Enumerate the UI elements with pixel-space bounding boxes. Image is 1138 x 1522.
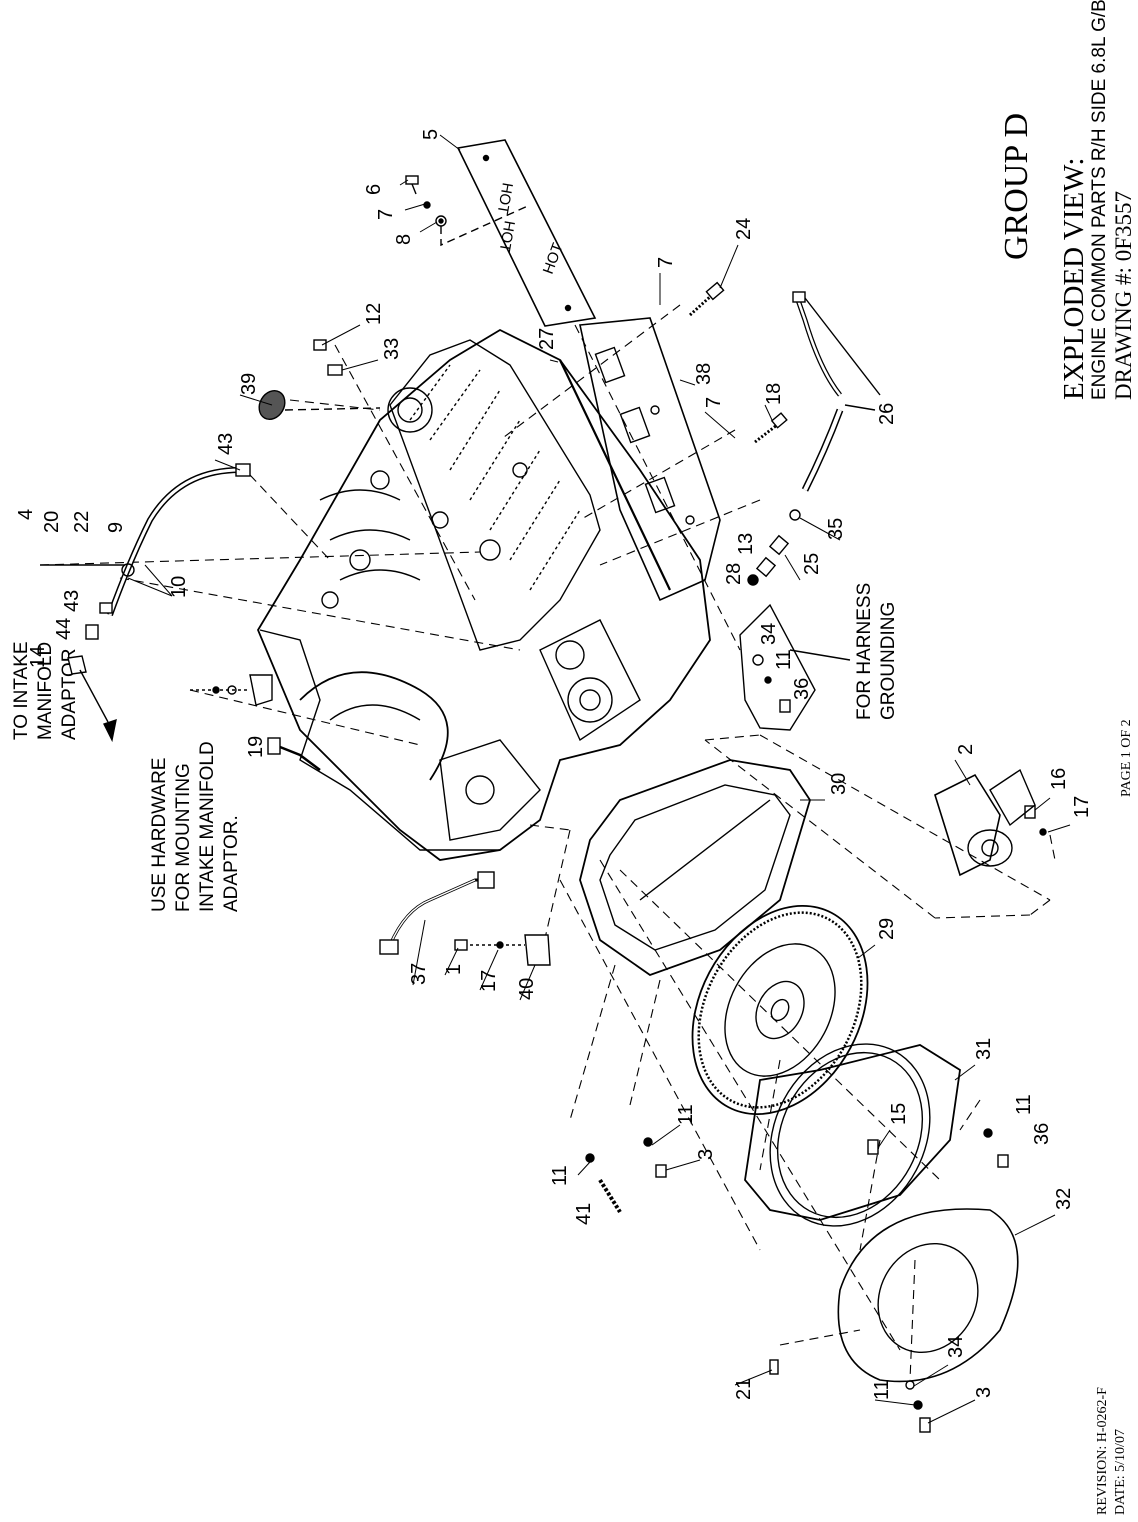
callout-32: 32 [1053, 1188, 1075, 1210]
callout-38: 38 [693, 363, 715, 385]
callout-7b: 7 [655, 257, 677, 268]
shield-text-2: HOT [496, 219, 518, 253]
callout-15: 15 [888, 1103, 910, 1125]
callout-11d: 11 [675, 1104, 697, 1125]
callout-11c: 11 [549, 1165, 571, 1186]
bolt-18 [754, 412, 788, 444]
heat-shield [456, 139, 597, 327]
callout-34: 34 [758, 623, 780, 645]
callout-25: 25 [801, 553, 823, 575]
dipstick-tube-10 [40, 463, 251, 617]
fittings-group [747, 509, 801, 586]
callout-16: 16 [1048, 768, 1070, 790]
bottom-hardware [585, 1128, 1009, 1433]
callout-7c: 7 [703, 397, 725, 408]
callout-17b: 17 [478, 970, 500, 992]
callout-14: 14 [27, 646, 49, 668]
callout-2: 2 [955, 744, 977, 755]
callout-36: 36 [791, 678, 813, 700]
hose-26 [792, 291, 881, 492]
callout-11b: 11 [1013, 1094, 1035, 1115]
cap-12-33 [313, 339, 343, 376]
callout-20: 20 [41, 511, 63, 533]
shield-fasteners [405, 175, 531, 247]
callout-3: 3 [695, 1149, 717, 1160]
bolt-24 [688, 281, 725, 317]
callout-17: 17 [1071, 796, 1093, 818]
callout-24: 24 [733, 218, 755, 240]
callout-19: 19 [245, 736, 267, 758]
callout-26: 26 [876, 403, 898, 425]
leader-lines [127, 134, 1071, 1424]
callout-10: 10 [168, 576, 190, 598]
callout-12: 12 [363, 303, 385, 325]
callout-7: 7 [375, 209, 397, 220]
callout-41: 41 [573, 1203, 595, 1225]
callout-6: 6 [363, 184, 385, 195]
callout-11e: 11 [871, 1379, 893, 1400]
callout-9: 9 [105, 522, 127, 533]
starter-motor-2 [934, 768, 1047, 877]
callout-22: 22 [71, 511, 93, 533]
engine-assembly [256, 328, 711, 861]
adaptor-14-44 [67, 602, 117, 743]
callout-3b: 3 [973, 1387, 995, 1398]
gasket-plate-32 [837, 1208, 1019, 1383]
callout-11: 11 [773, 649, 795, 670]
callout-40: 40 [516, 978, 538, 1000]
callout-4: 4 [15, 509, 37, 520]
callout-30: 30 [828, 773, 850, 795]
callout-39: 39 [238, 373, 260, 395]
grounding-plate [739, 603, 851, 731]
callout-27: 27 [536, 328, 558, 350]
callout-36b: 36 [1031, 1123, 1053, 1145]
sensor-37-bracket-40 [379, 871, 551, 966]
callout-1: 1 [443, 964, 465, 975]
callout-33: 33 [381, 338, 403, 360]
callout-31: 31 [973, 1038, 995, 1060]
bracket-19 [190, 674, 273, 706]
exploded-guide-lines [39, 304, 1056, 1381]
callout-numbers: 5 6 7 8 24 7 27 38 18 7 26 12 33 39 43 4… [15, 129, 1093, 1400]
callout-5: 5 [420, 129, 442, 140]
shield-text-3: HOT [494, 181, 516, 215]
callout-43a: 43 [215, 433, 237, 455]
valve-cover [559, 317, 721, 602]
callout-8: 8 [393, 234, 415, 245]
shield-text-1: HOT [540, 241, 567, 277]
callout-13: 13 [735, 533, 757, 555]
callout-37: 37 [408, 963, 430, 985]
callout-44: 44 [53, 618, 75, 640]
callout-35: 35 [825, 518, 847, 540]
dipstick-handle [267, 737, 321, 771]
callout-34b: 34 [945, 1336, 967, 1358]
callout-28: 28 [723, 563, 745, 585]
callout-43b: 43 [61, 590, 83, 612]
callout-29: 29 [876, 918, 898, 940]
adaptor-plate-31 [744, 1043, 961, 1227]
flywheel-housing-30 [579, 759, 811, 977]
callout-18: 18 [763, 383, 785, 405]
